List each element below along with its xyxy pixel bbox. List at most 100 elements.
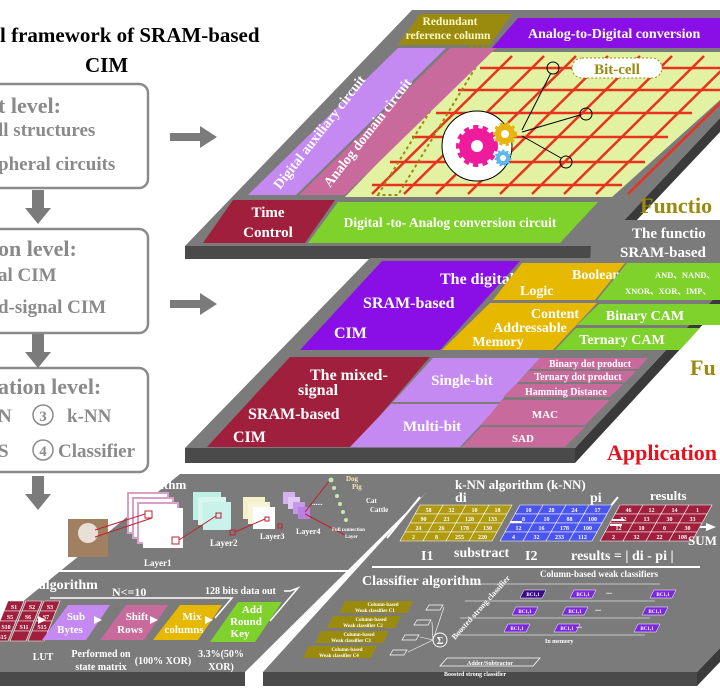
pi-cell-value: 24: [572, 508, 578, 514]
result-cell-value: 12: [649, 508, 655, 514]
step-arrows: [38, 616, 213, 624]
result-cell-value: 10: [639, 526, 645, 532]
sum-arrow-icon: [706, 523, 716, 531]
arrow-down-icon: [25, 334, 51, 368]
function-side-text: SRAM-based: [620, 245, 706, 261]
di-cell-value: 58: [426, 508, 432, 514]
binary-cam-label: Binary CAM: [606, 309, 684, 324]
adder-block: [439, 657, 541, 667]
i1-label: I1: [421, 549, 433, 564]
state-cell-label: S1: [11, 605, 17, 611]
bc-cell-label: BC1,1: [656, 593, 670, 598]
class-label: Cattle: [370, 506, 388, 514]
layer3-feature-maps: [243, 497, 275, 529]
boolean-label: Logic: [520, 284, 553, 299]
bc-cell: [511, 606, 539, 616]
pi-cell-value: 10: [544, 517, 550, 523]
result-cell-value: 2: [612, 535, 615, 541]
bc-cell: [561, 606, 589, 616]
boolean-ops-label: AND、NAND、: [655, 270, 715, 280]
function-side-text: The functio: [632, 226, 706, 242]
result-cell-value: 1: [696, 508, 699, 514]
number-circle: [32, 404, 54, 426]
pi-cell-value: 16: [539, 526, 545, 532]
boosted-label: Boosted strong classifier: [444, 672, 507, 678]
mixed-signal-label: CIM: [233, 429, 266, 446]
class-label: Cat: [366, 497, 378, 505]
weight-line: [419, 636, 434, 641]
state-cell-label: S3: [47, 605, 53, 611]
binary-dot-product-block: [530, 358, 648, 369]
level-heading: ation level:: [0, 374, 101, 399]
layer-label: Layer2: [210, 538, 238, 548]
pi-cell-value: 12: [516, 526, 522, 532]
weak-classifier-label: Column-based: [355, 618, 386, 623]
bracket-line: [386, 496, 421, 539]
result-cell-value: 22: [657, 535, 663, 541]
arrow-right-icon: [170, 293, 217, 315]
box-outline: [0, 366, 150, 474]
bc-cell-label: BC1,1: [518, 610, 532, 615]
di-cell-value: 130: [483, 526, 492, 532]
aes-note: LUT: [33, 652, 54, 663]
pi-cell-value: 8: [522, 517, 525, 523]
i2-label: I2: [525, 549, 537, 564]
di-cell-value: 90: [421, 517, 427, 523]
boolean-label: Boolean: [572, 268, 620, 283]
level-item-number: 4: [39, 444, 47, 460]
di-cell-value: 26: [439, 526, 445, 532]
di-cell-value: 255: [455, 535, 464, 541]
level-item: N: [0, 406, 12, 427]
di-cell-value: 32: [449, 508, 455, 514]
state-cell: [9, 630, 31, 642]
level-item: S: [0, 441, 9, 462]
di-cell: [468, 531, 498, 542]
substract-label: substract: [454, 546, 510, 561]
weak-classifier-block: [303, 646, 377, 658]
layer-label: Layer1: [144, 558, 172, 568]
level-item: k-NN: [67, 406, 112, 427]
mix-columns-step: [153, 605, 222, 640]
step-label: Round: [230, 616, 262, 628]
state-cell: [0, 630, 13, 642]
result-cell-value: 46: [626, 508, 632, 514]
bc-cell-label: BC1,1: [526, 593, 540, 598]
di-cell-value: 128: [465, 517, 474, 523]
time-control-label: Time: [251, 205, 284, 221]
dac-label: Digital -to- Analog conversion circuit: [344, 215, 557, 230]
state-cell-label: S5: [7, 615, 13, 621]
function-side-label: Fu: [690, 355, 716, 380]
bit-cell-label: Bit-cell: [594, 62, 640, 78]
fc-layer-nodes: [328, 477, 348, 522]
step-label: columns: [164, 624, 204, 636]
weak-classifier-label: Weak classifier C3: [331, 639, 371, 644]
weak-classifier-block: [327, 616, 401, 628]
platform-base: [185, 246, 600, 259]
step-label: Rows: [117, 624, 143, 636]
box-outline: [0, 82, 150, 190]
box-outline: [0, 227, 150, 335]
step-label: Add: [242, 604, 262, 616]
weak-classifier-label: Weak classifier C4: [319, 654, 359, 659]
result-cell-value: 33: [690, 517, 696, 523]
ternary-cam-block: [555, 328, 700, 350]
platform-top: [0, 474, 445, 672]
multi-bit-block: [350, 404, 500, 447]
cnn-dots: ......: [312, 499, 323, 507]
binary-cam-block: [577, 304, 720, 325]
result-cell-value: 108: [678, 535, 687, 541]
sad-block: [462, 427, 585, 447]
ellipsis-label: ...: [576, 621, 582, 630]
weight-box: [413, 619, 432, 626]
bitline: [371, 55, 513, 195]
ternary-cam-label: Ternary CAM: [579, 333, 664, 348]
bitline: [499, 55, 641, 195]
shift-rows-step: [100, 605, 168, 640]
di-cell-value: 2: [412, 535, 415, 541]
sub-bytes-step: [42, 605, 110, 640]
